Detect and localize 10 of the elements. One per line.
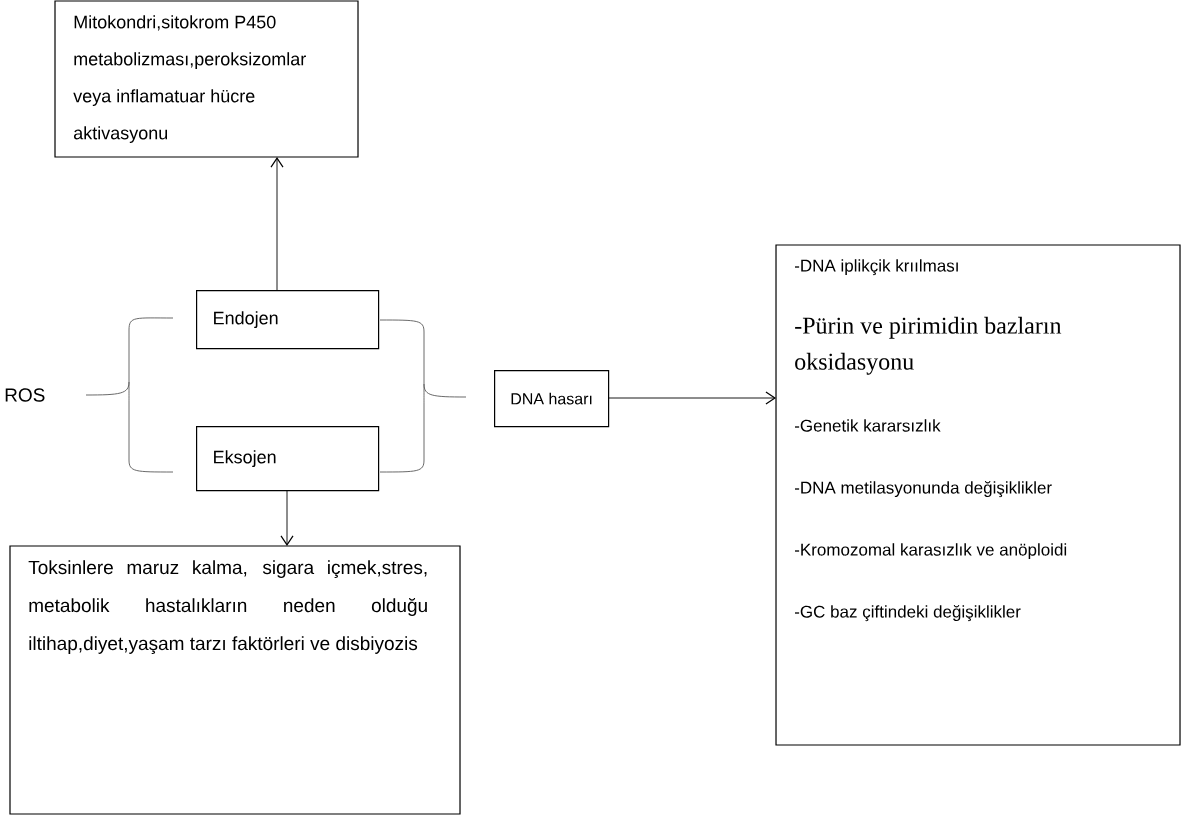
text-box: Mitokondri,sitokrom P450 metabolizması,peroksizomlar veya inflamatuar hücre aktivasyonu xyxy=(54,0,359,158)
text-box: Endojen xyxy=(196,290,380,350)
arrow xyxy=(280,489,294,546)
text-box: -DNA iplikçik krıılması -Pürin ve pirimidin bazların oksidasyonu -Genetik kararsızlık -DNA metilasyonunda değişiklikler -Kromozomal karasızlık ve anöploidi -GC baz çiftindeki değişiklikler xyxy=(775,244,1181,746)
arrow xyxy=(270,157,284,291)
arrow xyxy=(607,391,776,405)
label: ROS xyxy=(5,388,45,402)
text-box: Eksojen xyxy=(196,426,380,492)
text-box: DNA hasarı xyxy=(494,370,610,428)
text-box: Toksinlere maruz kalma, sigara içmek,stres, metabolik hastalıkların neden olduğu iltihap,diyet,yaşam tarzı faktörleri ve disbiyozis xyxy=(9,545,461,815)
